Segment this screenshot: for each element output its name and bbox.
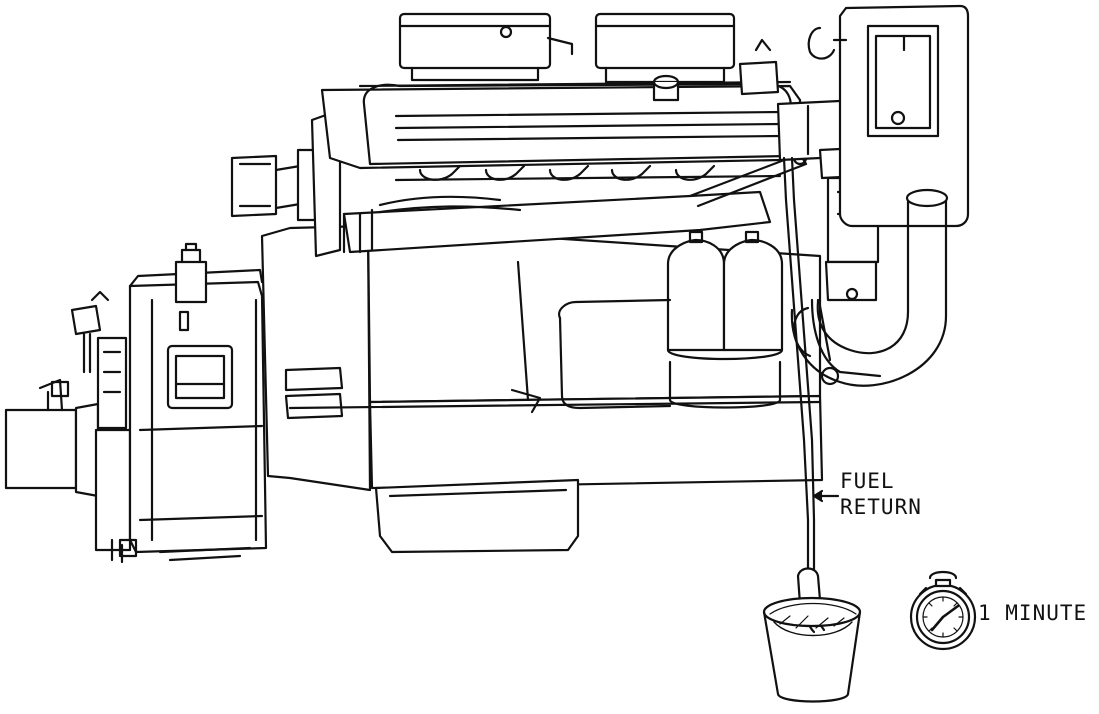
starter-motor bbox=[4, 378, 100, 498]
rocker-cover bbox=[320, 82, 802, 182]
fuel-filters bbox=[558, 230, 784, 410]
heat-exchanger bbox=[807, 4, 970, 228]
fuel-return-label: FUEL RETURN bbox=[840, 468, 922, 520]
fuel-return-label-line2: RETURN bbox=[840, 495, 922, 519]
stopwatch-icon bbox=[909, 570, 977, 651]
air-cleaner-right bbox=[594, 12, 736, 84]
blower bbox=[358, 38, 792, 102]
air-cleaner-left bbox=[398, 12, 574, 82]
fuel-return-leader bbox=[812, 489, 840, 503]
timer-label: 1 MINUTE bbox=[978, 601, 1088, 625]
flywheel-housing bbox=[118, 242, 268, 562]
oil-pan bbox=[374, 478, 580, 554]
governor-assembly bbox=[70, 290, 132, 564]
fuel-return-label-line1: FUEL bbox=[840, 469, 895, 493]
bucket-icon bbox=[762, 596, 862, 703]
